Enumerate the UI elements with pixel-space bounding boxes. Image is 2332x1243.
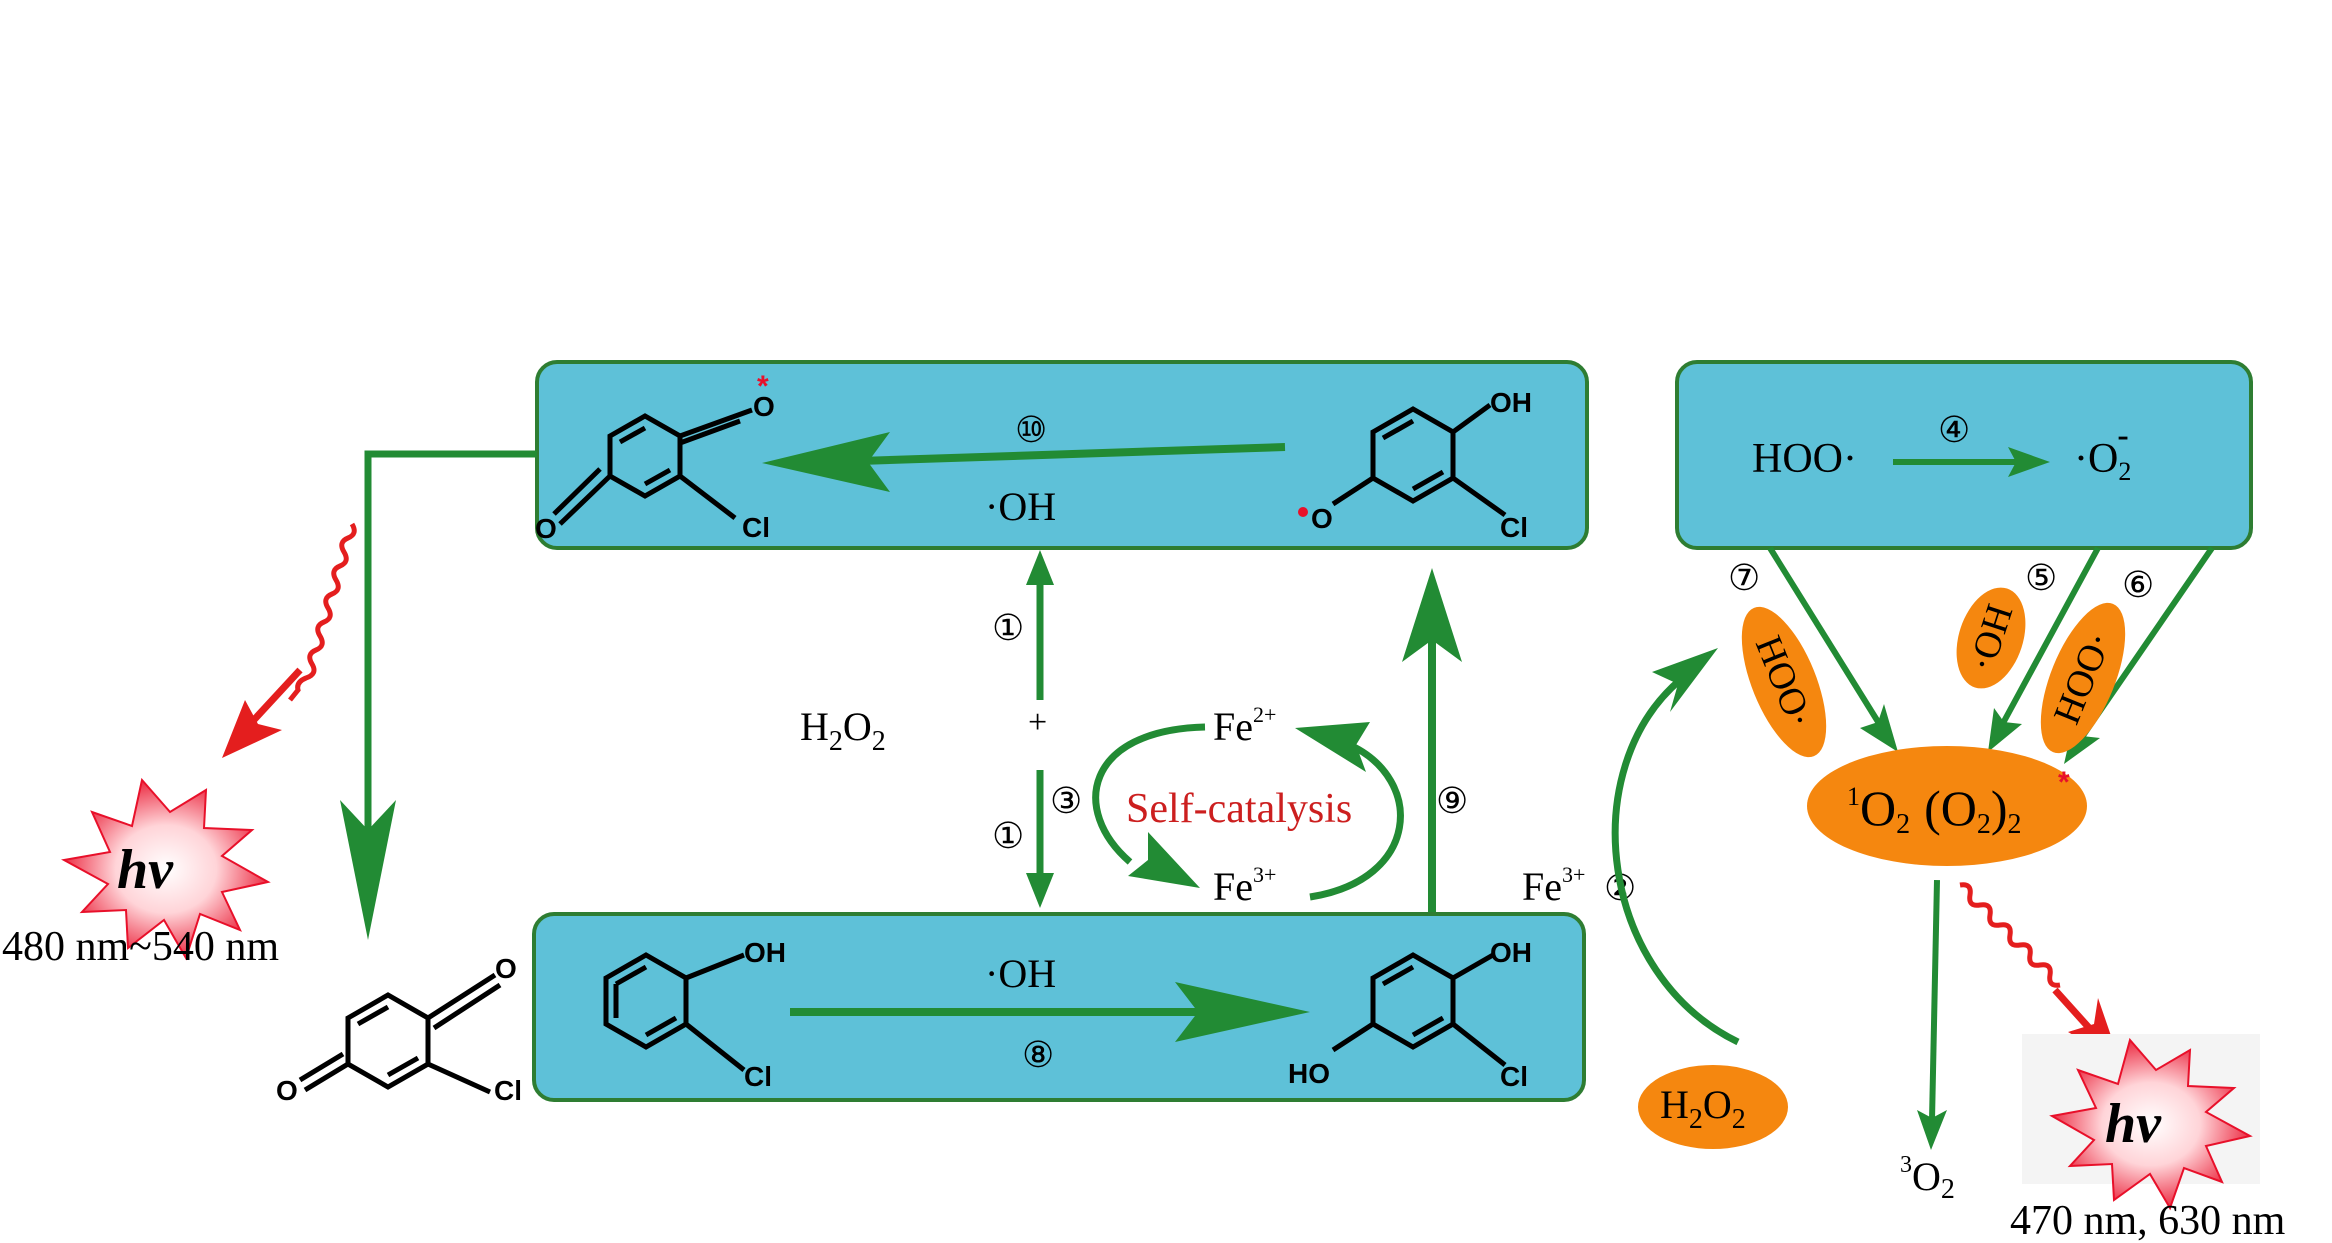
product-atom-o-left: O xyxy=(276,1075,298,1106)
chlorohydroquinone-structure xyxy=(1331,952,1507,1067)
cycle-arrowhead-right xyxy=(1295,722,1370,772)
atom-cl-right-b: Cl xyxy=(1500,1061,1528,1092)
atom-oh-right: OH xyxy=(1490,387,1532,418)
superoxide: ·O2- xyxy=(2074,417,2131,486)
starburst-hv-icon-right xyxy=(2049,1037,2253,1211)
curved-arrowhead-h2o2 xyxy=(1652,648,1718,712)
step6-label: ⑥ xyxy=(2122,565,2154,605)
emission-range-left: 480 nm~540 nm xyxy=(2,924,279,970)
arrowhead-step8 xyxy=(1175,982,1310,1042)
arrowhead-step10 xyxy=(762,432,890,492)
oh-radical-bottom: ·OH xyxy=(985,951,1056,996)
ellipse-hoo-right xyxy=(2040,602,2126,754)
quinone-radical-structure xyxy=(552,407,753,526)
curved-arrow-h2o2 xyxy=(1611,677,1740,1046)
singlet-oxygen-label: 1O2(O2)2 xyxy=(1847,780,2022,840)
h2o2-ellipse-label: H2O2 xyxy=(1660,1082,1746,1135)
step4-label: ④ xyxy=(1938,410,1970,450)
fe2-center: Fe2+ xyxy=(1213,702,1276,749)
arrowhead-to-triplet xyxy=(1917,1110,1947,1150)
arrowhead-step1-up xyxy=(1026,550,1054,585)
quinone-product-structure xyxy=(298,972,502,1095)
step7-label: ⑦ xyxy=(1728,558,1760,598)
cycle-arc-left xyxy=(1092,723,1206,865)
starburst-hv-icon-left xyxy=(61,777,271,961)
plus-sign: + xyxy=(1028,704,1047,741)
cycle-arc-right xyxy=(1309,741,1404,901)
arrow-step7 xyxy=(1767,546,1883,727)
product-atom-cl: Cl xyxy=(494,1075,522,1106)
arrowhead-step4 xyxy=(2008,447,2050,477)
elbow-arrowhead xyxy=(340,800,396,940)
ellipse-oh xyxy=(1956,587,2026,689)
atom-cl-right: Cl xyxy=(1500,512,1528,543)
arrowhead-step5 xyxy=(1988,708,2022,752)
hv-symbol-right: hν xyxy=(2105,1093,2162,1155)
radical-dot xyxy=(1298,507,1308,517)
atom-oh-right-b: OH xyxy=(1490,937,1532,968)
ellipse-singlet-oxygen xyxy=(1807,746,2087,866)
step1-bottom-label: ① xyxy=(992,816,1024,856)
emission-range-right: 470 nm, 630 nm xyxy=(2010,1198,2286,1243)
atom-o-radical: O xyxy=(1311,503,1333,534)
oh-radical-top: ·OH xyxy=(985,484,1056,529)
self-catalysis-label: Self-catalysis xyxy=(1126,786,1352,832)
step8-label: ⑧ xyxy=(1022,1035,1054,1075)
phenoxy-radical-structure xyxy=(1331,402,1507,518)
h2o2-center: H2O2 xyxy=(800,704,886,757)
hv-symbol-left: hν xyxy=(117,839,174,901)
arrowhead-step9 xyxy=(1402,568,1462,662)
hoo-radical: HOO· xyxy=(1752,436,1857,482)
wavy-red-arrow-left xyxy=(288,522,357,702)
ellipse-h2o2 xyxy=(1638,1065,1788,1149)
atom-ho-right-b: HO xyxy=(1288,1058,1330,1089)
elbow-arrow-line xyxy=(364,450,537,860)
step9-label: ⑨ xyxy=(1436,781,1468,821)
arrow-to-triplet xyxy=(1929,879,1940,1121)
arrow-step10 xyxy=(829,443,1286,466)
star-mark: * xyxy=(757,370,769,403)
step10-label: ⑩ xyxy=(1015,410,1047,450)
step5-label: ⑤ xyxy=(2025,558,2057,598)
atom-o-left: O xyxy=(535,513,557,544)
step1-top-label: ① xyxy=(992,608,1024,648)
arrowhead-step1-down xyxy=(1026,873,1054,908)
atom-o-star: O xyxy=(753,391,775,422)
ellipse-hoo-left xyxy=(1741,606,1827,758)
atom-oh-left: OH xyxy=(744,937,786,968)
chlorophenol-structure xyxy=(603,952,746,1072)
atom-cl-left: Cl xyxy=(744,1061,772,1092)
cycle-arrowhead-left xyxy=(1128,832,1200,888)
step3-label: ③ xyxy=(1050,781,1082,821)
top-right-box xyxy=(1675,360,2253,550)
product-atom-o-top: O xyxy=(495,953,517,984)
fe3-center: Fe3+ xyxy=(1213,862,1276,909)
bottom-box xyxy=(532,912,1586,1102)
wavy-red-arrow-right xyxy=(1959,882,2061,988)
fe3-right: Fe3+ xyxy=(1522,862,1585,909)
atom-cl: Cl xyxy=(742,512,770,543)
triplet-oxygen: 3O2 xyxy=(1900,1152,1955,1205)
arrowhead-step7 xyxy=(1860,704,1898,752)
singlet-star-mark: * xyxy=(2058,766,2070,799)
red-arrowhead-left xyxy=(222,700,282,758)
arrow-step5 xyxy=(1999,546,2101,727)
